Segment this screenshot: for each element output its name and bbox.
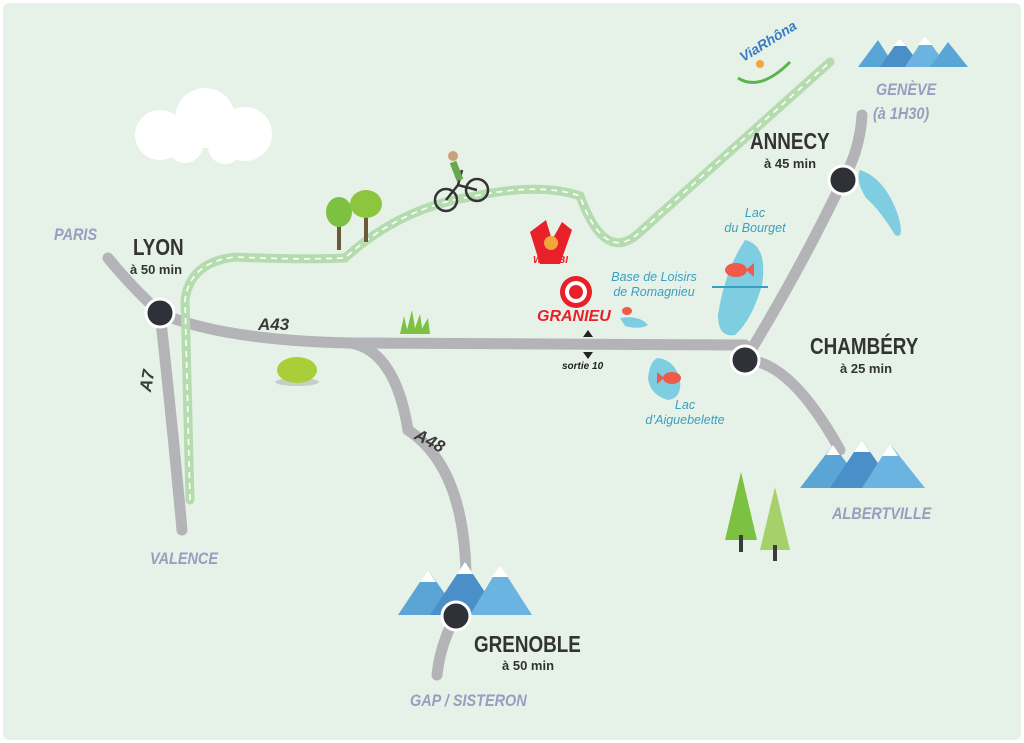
- exit-arrows: [583, 330, 593, 359]
- node-grenoble: [440, 600, 472, 632]
- mountains-geneve: [858, 36, 968, 67]
- city-name-annecy: ANNECY: [750, 128, 830, 154]
- road-label-a43: A43: [258, 315, 290, 334]
- walibi-logo-icon: [530, 220, 572, 264]
- tree-icon: [725, 472, 790, 561]
- leisure-label: Base de Loisirs de Romagnieu: [604, 270, 704, 300]
- road-a7: [154, 307, 188, 536]
- cloud-icon: [135, 88, 272, 164]
- city-name-lyon: LYON: [133, 234, 184, 260]
- mountain-icon: [398, 36, 968, 615]
- leisure-label-line2: de Romagnieu: [613, 285, 695, 299]
- city-time-grenoble: à 50 min: [502, 658, 555, 673]
- city-time-lyon: à 50 min: [130, 262, 183, 277]
- node-lyon: [144, 297, 176, 329]
- viarhona-logo-icon: [737, 60, 792, 84]
- map-background: [3, 3, 1021, 740]
- lake-label-aiguebelette-line2: d’Aiguebelette: [645, 413, 725, 427]
- mountains-grenoble: [398, 562, 532, 615]
- exit-label: sortie 10: [562, 361, 604, 372]
- grass-icon: [400, 310, 430, 334]
- destination-albertville: ALBERTVILLE: [832, 504, 932, 523]
- road-label-a7: A7: [136, 368, 159, 394]
- city-nodes: [144, 164, 859, 632]
- granieu-label: GRANIEU: [537, 308, 611, 325]
- leisure-label-line1: Base de Loisirs: [611, 270, 697, 284]
- cyclist-icon: [433, 151, 490, 213]
- destination-paris: PARIS: [54, 225, 98, 244]
- fish-icon: [622, 263, 754, 384]
- node-chambery: [729, 344, 761, 376]
- target-icon: [560, 276, 592, 308]
- road-annecy-chambery: [739, 174, 849, 366]
- lake-label-aiguebelette-line1: Lac: [674, 398, 696, 412]
- lake-label-bourget: Lac du Bourget: [715, 206, 795, 236]
- city-time-annecy: à 45 min: [764, 156, 817, 171]
- destination-geneve-time: (à 1H30): [873, 104, 930, 123]
- road-a43: [154, 307, 751, 351]
- destination-geneve: GENÈVE: [876, 80, 937, 99]
- road-a48: [344, 337, 472, 596]
- lake-label-aiguebelette: Lac d’Aiguebelette: [640, 398, 730, 428]
- city-name-grenoble: GRENOBLE: [474, 631, 581, 657]
- city-name-chambery: CHAMBÉRY: [810, 333, 919, 359]
- tree-icon: [326, 190, 382, 250]
- destination-gap: GAP / SISTERON: [410, 691, 527, 710]
- lake-annecy: [858, 170, 901, 236]
- node-annecy: [827, 164, 859, 196]
- lake-romagnieu: [620, 317, 648, 328]
- lake-label-bourget-line2: du Bourget: [724, 221, 786, 235]
- lake-label-bourget-line1: Lac: [744, 206, 766, 220]
- city-time-chambery: à 25 min: [840, 361, 893, 376]
- bush-icon: [275, 357, 319, 386]
- mountains-albertville: [800, 440, 925, 488]
- destination-valence: VALENCE: [150, 549, 218, 568]
- walibi-label: WALIBI: [533, 255, 568, 266]
